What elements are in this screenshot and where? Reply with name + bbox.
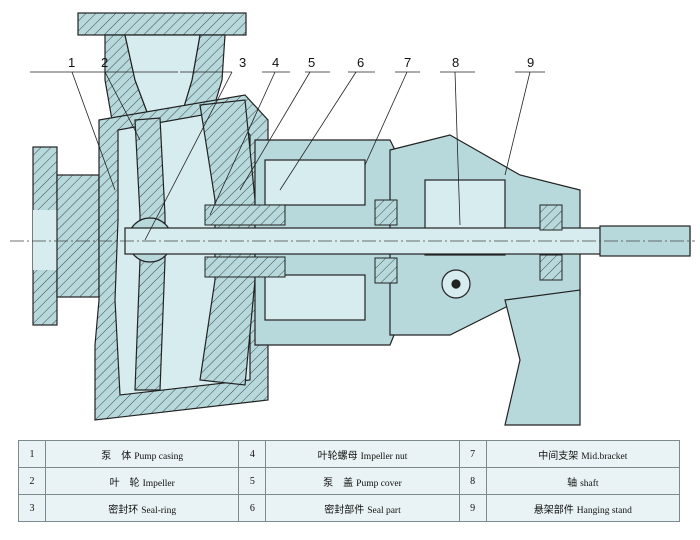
part-name-en: Pump cover — [356, 478, 402, 489]
part-name-cn: 泵 盖 — [323, 477, 354, 489]
callout-5: 5 — [308, 55, 315, 70]
part-name-en: Impeller nut — [360, 451, 408, 462]
part-name-cn: 密封环 — [108, 504, 139, 516]
callout-8: 8 — [452, 55, 459, 70]
callout-1: 1 — [68, 55, 75, 70]
part-name-cn: 叶 轮 — [109, 477, 140, 489]
part-name-cn: 泵 体 — [101, 450, 132, 462]
part-name-cn: 轴 — [567, 477, 578, 489]
part-number: 8 — [458, 467, 487, 495]
shaft — [10, 225, 695, 257]
callout-6: 6 — [357, 55, 364, 70]
part-number: 2 — [18, 467, 46, 495]
seal-rings — [204, 199, 563, 284]
part-name-en: Mid.bracket — [581, 451, 628, 462]
part-number: 3 — [18, 494, 46, 522]
part-name-cn: 密封部件 — [324, 504, 365, 516]
part-number: 6 — [238, 494, 267, 522]
part-number: 5 — [238, 467, 267, 495]
callout-7: 7 — [404, 55, 411, 70]
part-number: 1 — [18, 440, 46, 468]
part-name-en: Impeller — [142, 478, 175, 489]
callout-9: 9 — [527, 55, 534, 70]
pump-cross-section-drawing: 1 2 3 4 5 6 7 8 9 — [10, 12, 695, 426]
part-name-en: Hanging stand — [576, 505, 632, 516]
part-number: 4 — [238, 440, 267, 468]
callout-2: 2 — [101, 55, 108, 70]
part-name-en: Pump casing — [134, 451, 184, 462]
part-number: 7 — [458, 440, 487, 468]
callout-4: 4 — [272, 55, 279, 70]
suction-flange — [32, 146, 123, 326]
part-name-en: shaft — [580, 478, 599, 489]
callout-leaders — [30, 71, 545, 241]
part-name-cn: 悬架部件 — [533, 504, 574, 516]
callout-3: 3 — [239, 55, 246, 70]
discharge-nozzle — [77, 12, 247, 121]
part-name-en: Seal part — [367, 505, 401, 516]
part-name-cn: 叶轮螺母 — [317, 450, 358, 462]
part-name-cn: 中间支架 — [538, 450, 579, 462]
callout-numbers: 1 2 3 4 5 6 7 8 9 — [68, 55, 534, 70]
part-name-en: Seal-ring — [141, 505, 177, 516]
part-number: 9 — [458, 494, 487, 522]
